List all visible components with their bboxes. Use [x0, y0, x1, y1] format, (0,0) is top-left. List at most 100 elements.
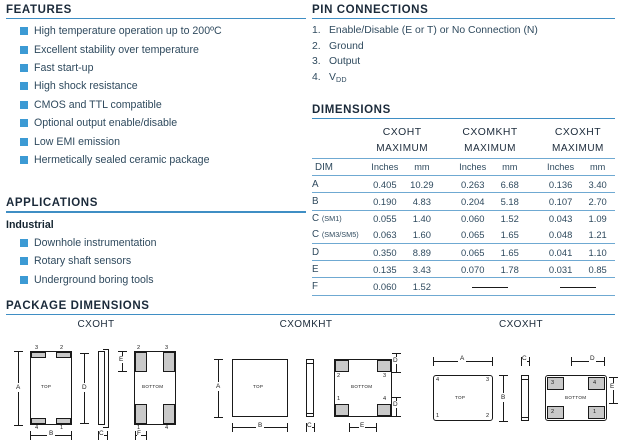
cell-cxomkht-inches: 0.263	[453, 175, 493, 193]
list-item: Downhole instrumentation	[6, 236, 306, 251]
cell-cxoxht-mm: 2.70	[580, 192, 615, 211]
pin-number-4: 4	[436, 377, 440, 384]
column-header-inches: Inches	[365, 158, 405, 176]
dim-tick	[392, 353, 401, 355]
dim-tick	[71, 431, 72, 440]
cell-cxomkht-mm: 6.68	[492, 175, 528, 193]
cxoht-side-edge-bottom	[103, 427, 109, 429]
dim-tick	[80, 353, 89, 355]
spacer-cell	[527, 141, 541, 159]
maximum-label: MAXIMUM	[464, 143, 516, 155]
applications-subheading: Industrial	[6, 218, 54, 231]
pin-number-2: 2	[486, 413, 490, 420]
applications-heading: APPLICATIONS	[6, 197, 98, 210]
dim-tick	[14, 425, 23, 427]
cell-cxoht-inches: 0.405	[365, 175, 405, 193]
spacer-cell	[439, 123, 453, 141]
pin-number: 3.	[312, 56, 321, 68]
cell-cxoxht-inches: 0.041	[540, 242, 581, 261]
cxomkht-top-body	[232, 359, 288, 418]
row-dim-name: A	[312, 175, 366, 193]
spacer-cell	[527, 123, 541, 141]
pad-4	[163, 404, 175, 425]
package-dimensions-section: PACKAGE DIMENSIONS CXOHT A 3 2 4 1	[6, 300, 618, 440]
table-row: C (SM1) 0.055 1.40 0.060 1.52 0.043 1.09	[312, 209, 615, 227]
spacer-cell	[439, 209, 454, 227]
dim-tick	[80, 423, 89, 425]
spacer-cell	[527, 158, 541, 176]
cell-cxoxht-mm: 1.09	[580, 209, 615, 227]
cxomkht-side-line	[306, 413, 314, 415]
cell-cxoht-inches: 0.055	[365, 209, 405, 227]
dim-tick	[314, 423, 315, 433]
dim-label-d: D	[393, 357, 398, 365]
pin-label: Enable/Disable (E or T) or No Connection…	[329, 25, 538, 37]
column-header-mm: mm	[492, 158, 528, 176]
dim-tick	[529, 357, 530, 367]
dim-label-c: C	[522, 355, 527, 363]
view-label-top: TOP	[41, 384, 52, 390]
pin-number-3: 3	[165, 345, 169, 352]
cell-cxoht-mm: 4.83	[404, 192, 440, 211]
cell-cxomkht-inches: 0.065	[460, 229, 485, 241]
cell-cxoxht-inches: 0.136	[540, 175, 581, 193]
row-dim-name: D	[312, 242, 366, 261]
cell-cxoxht-inches: 0.043	[540, 209, 581, 227]
dim-tick	[118, 371, 127, 373]
cxoxht-side-line	[521, 379, 529, 381]
dim-tick	[146, 431, 147, 440]
right-column: PIN CONNECTIONS 1.Enable/Disable (E or T…	[312, 4, 615, 297]
cell-cxoht-mm: 1.60	[412, 229, 431, 241]
package-title-cxoht: CXOHT	[77, 319, 115, 331]
application-label: Downhole instrumentation	[34, 236, 157, 249]
dim-tick	[499, 421, 508, 423]
view-label-top: TOP	[455, 395, 466, 401]
dim-label-d: D	[589, 355, 596, 363]
pin-number-1: 1	[436, 413, 440, 420]
spacer-cell	[527, 260, 541, 278]
bullet-square-icon	[20, 64, 28, 73]
pad-2	[135, 352, 147, 373]
cxoht-top-body	[30, 351, 72, 426]
cxoxht-top-body	[433, 375, 493, 422]
table-row: C (SM3/SM5) 0.063 1.60 0.065 1.65 0.048 …	[312, 227, 615, 244]
dim-tick	[349, 423, 350, 433]
cell-cxomkht-inches: 0.065	[453, 242, 493, 261]
dim-tick	[376, 423, 377, 433]
cell-cxomkht-na	[453, 277, 528, 296]
cell-cxoht-mm: 8.89	[404, 242, 440, 261]
pad-1	[135, 404, 147, 425]
cell-cxoxht-mm: 1.10	[580, 242, 615, 261]
applications-rule	[6, 211, 306, 213]
dim-tick	[107, 431, 108, 440]
pad-3	[547, 377, 564, 391]
table-column-header-row: DIM Inches mm Inches mm Inches mm	[312, 158, 615, 176]
dim-tick	[118, 351, 127, 353]
feature-label: Low EMI emission	[34, 135, 120, 148]
pin-connections-list: 1.Enable/Disable (E or T) or No Connecti…	[312, 24, 615, 85]
pin-number-3: 3	[383, 373, 387, 380]
drawing-cxoht: A 3 2 4 1 TOP B	[10, 337, 200, 440]
feature-label: Optional output enable/disable	[34, 117, 178, 130]
row-dim-name: F	[312, 277, 366, 296]
pin-number-3: 3	[486, 377, 490, 384]
dim-tick	[232, 423, 233, 433]
dim-letter: D	[312, 246, 320, 258]
dim-label-a: A	[458, 355, 467, 363]
pad-3	[31, 352, 46, 359]
dim-tick	[609, 403, 618, 405]
table-row: D 0.350 8.89 0.065 1.65 0.041 1.10	[312, 242, 615, 261]
dim-tick	[571, 357, 572, 367]
cxomkht-side-body	[306, 359, 314, 418]
features-heading: FEATURES	[6, 4, 72, 16]
dim-letter: E	[312, 263, 319, 275]
column-header-inches: Inches	[453, 158, 493, 176]
dim-tick	[214, 359, 223, 361]
pad-2	[56, 352, 71, 359]
cell-cxomkht-inches: 0.060	[453, 209, 493, 227]
dim-label-f: F	[137, 430, 141, 438]
dim-tick	[492, 357, 493, 367]
pad-1	[335, 404, 349, 417]
